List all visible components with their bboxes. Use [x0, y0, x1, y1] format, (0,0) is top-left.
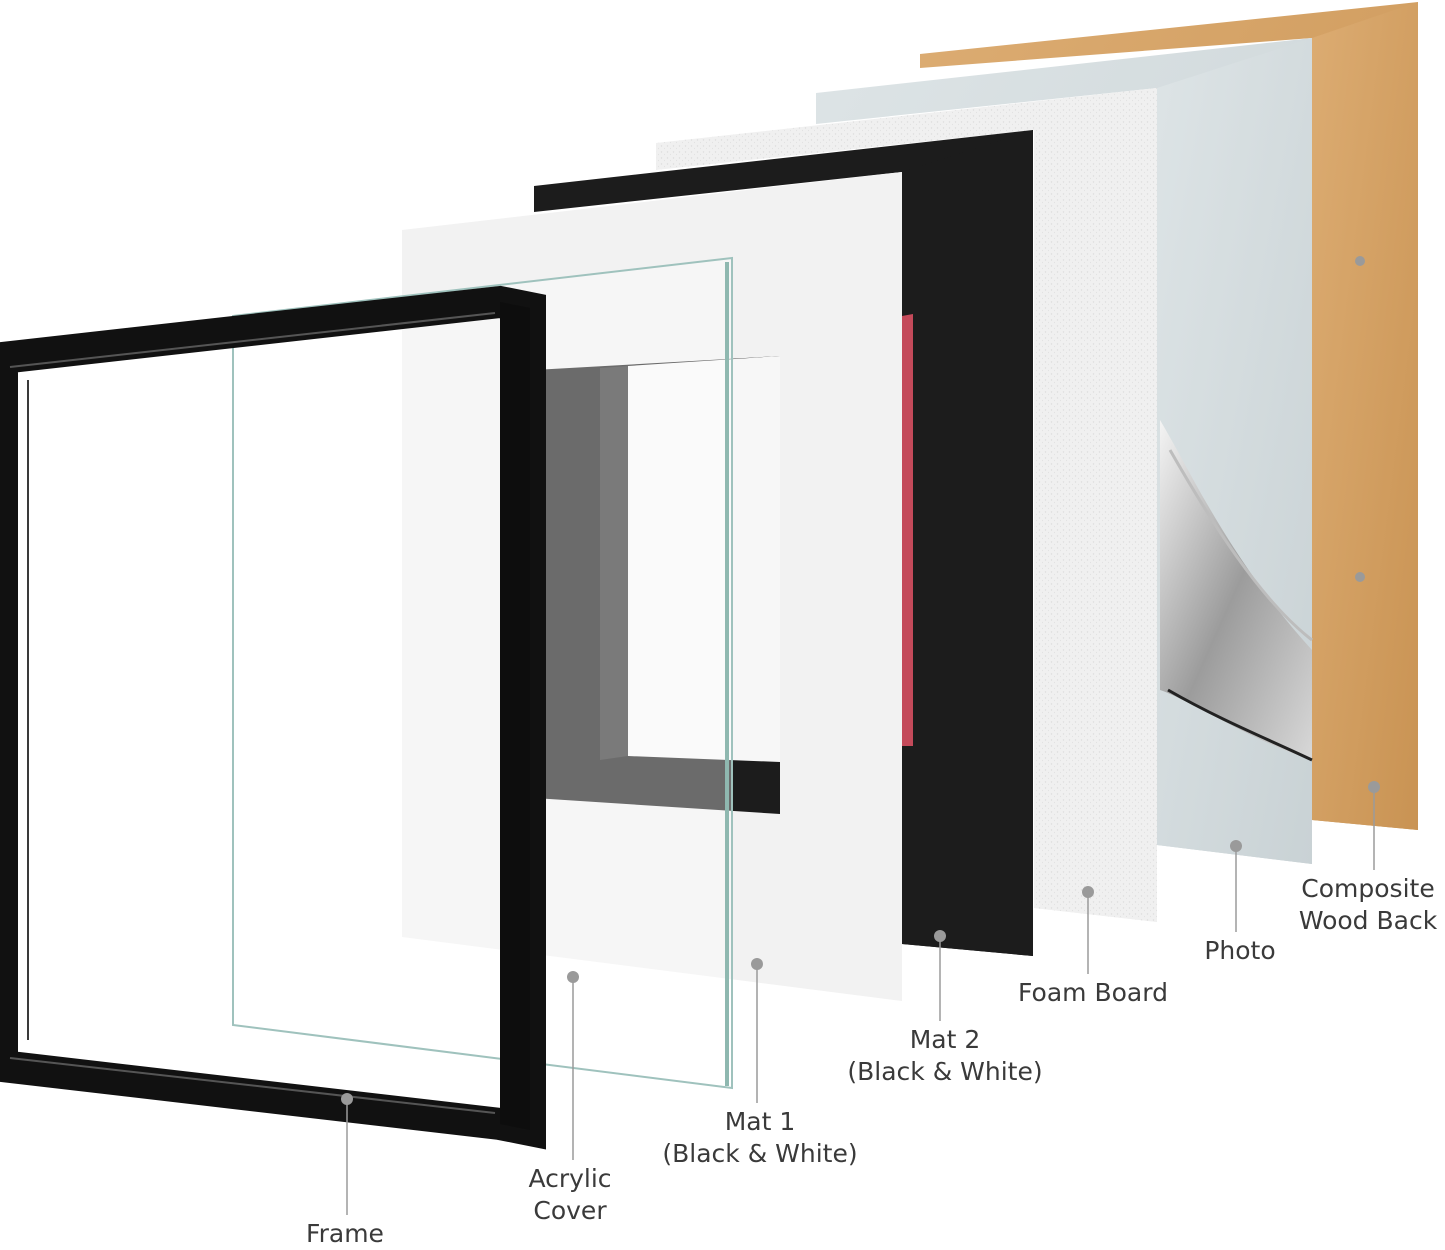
frame-label: Frame	[306, 1218, 384, 1250]
foam-board-label-line-1: Foam Board	[1018, 978, 1168, 1007]
mat-2-label-line-1: Mat 2	[909, 1025, 981, 1054]
frame-label-line-1: Frame	[306, 1219, 384, 1248]
foam-board-layer	[656, 88, 1157, 922]
photo-layer	[816, 38, 1313, 864]
photo-leader-dot	[1230, 840, 1242, 852]
back-leader-dot	[1368, 781, 1380, 793]
composite-wood-back-label-line-1: Composite	[1301, 874, 1435, 903]
mat-2-label: Mat 2 (Black & White)	[847, 1024, 1042, 1088]
photo-label-line-1: Photo	[1204, 936, 1276, 965]
mat-2-layer	[534, 130, 1033, 956]
composite-wood-back-label-line-2: Wood Back	[1298, 906, 1438, 935]
photo-label: Photo	[1204, 935, 1275, 967]
acrylic-cover-label-line-2: Cover	[533, 1196, 607, 1225]
leader-lines	[341, 781, 1380, 1215]
composite-wood-back-label: Composite Wood Back	[1299, 873, 1437, 937]
acrylic-leader-dot	[567, 971, 579, 983]
acrylic-cover-label: Acrylic Cover	[528, 1163, 611, 1227]
composite-wood-back-layer	[920, 2, 1418, 830]
mat-1-label-line-1: Mat 1	[724, 1107, 796, 1136]
frame-leader-dot	[341, 1093, 353, 1105]
acrylic-cover-label-line-1: Acrylic	[528, 1164, 612, 1193]
foam-board-label: Foam Board	[1018, 977, 1168, 1009]
foam-leader-dot	[1082, 886, 1094, 898]
acrylic-cover-layer	[232, 256, 733, 1090]
mat-1-label: Mat 1 (Black & White)	[662, 1106, 857, 1170]
mat2-leader-dot	[934, 930, 946, 942]
frame-layer	[0, 285, 546, 1150]
mat1-leader-dot	[751, 958, 763, 970]
mat-2-label-line-2: (Black & White)	[847, 1057, 1043, 1086]
mat-1-label-line-2: (Black & White)	[662, 1139, 858, 1168]
